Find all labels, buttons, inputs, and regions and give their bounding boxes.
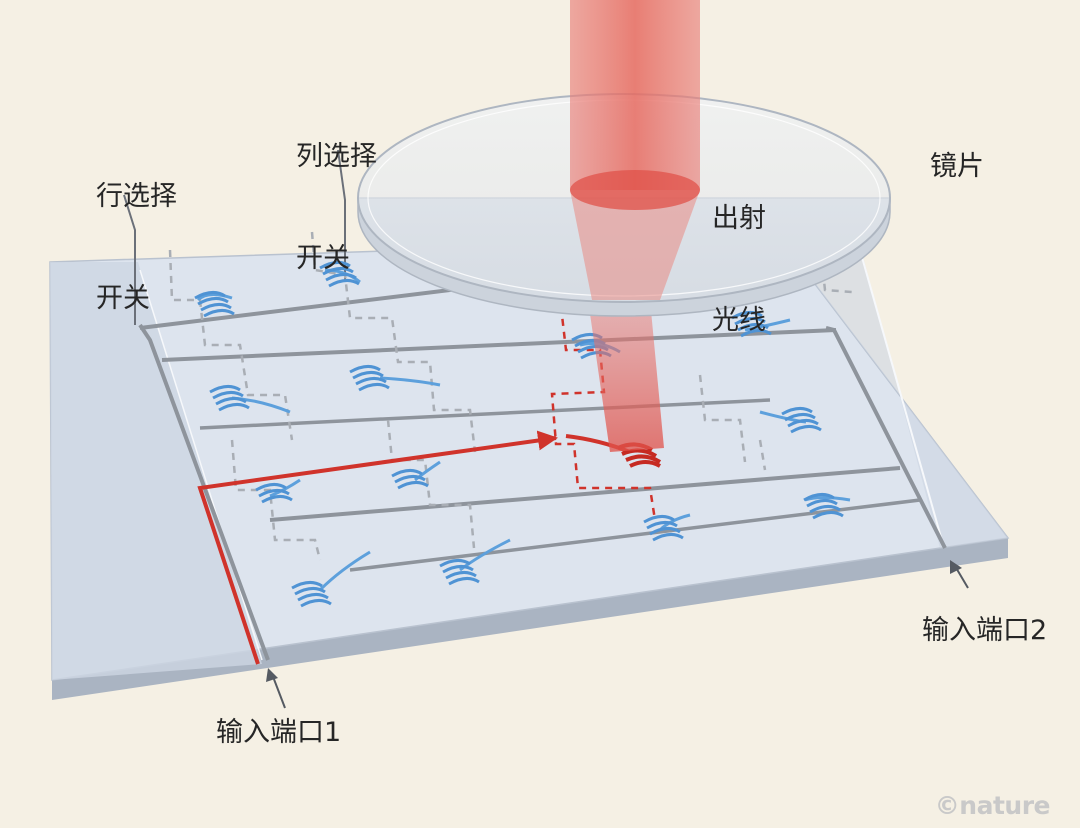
- input-port-1-label: 输入端口1: [216, 717, 342, 748]
- grating-emitter-icon: [803, 493, 844, 520]
- chip-inner-edge-right: [859, 249, 945, 549]
- chip-margin-right: [780, 238, 1008, 548]
- input-port-2-label: 输入端口2: [922, 615, 1048, 646]
- beam-upper-base: [570, 170, 700, 210]
- row-switch-label: 行选择 开关: [96, 112, 177, 384]
- column-switch-leader: [337, 149, 346, 282]
- column-switch-label-line-1: 列选择: [296, 141, 377, 172]
- arrow-icon: [266, 668, 286, 709]
- nature-credit: ©nature: [934, 791, 1051, 820]
- grating-emitter-icon: [319, 261, 360, 288]
- grating-emitter-icon: [349, 365, 390, 392]
- chip-side-front: [52, 538, 1008, 700]
- beam-lower: [588, 300, 664, 452]
- grating-emitter-icon: [731, 311, 772, 338]
- grating-emitter-icon: [291, 581, 332, 608]
- grating-emitter-icon: [391, 469, 429, 490]
- chip-margin-left: [50, 262, 262, 680]
- arrow-icon: [950, 560, 969, 589]
- column-switch-label-line-2: 开关: [296, 243, 350, 274]
- beam-focus: [570, 190, 700, 300]
- grating-emitter-icon: [781, 407, 822, 434]
- row-select-bus: [138, 323, 270, 661]
- lens-label: 镜片: [930, 151, 984, 182]
- grating-emitter-icon: [209, 385, 250, 412]
- row-switch-label-line-1: 行选择: [96, 181, 177, 212]
- grating-emitter-icon: [194, 291, 235, 318]
- active-input-path: [197, 430, 558, 665]
- column-switch-label: 列选择 开关: [296, 72, 377, 344]
- grating-emitter-icon: [439, 559, 480, 586]
- grating-emitter-icon: [643, 515, 684, 542]
- beam-upper: [570, 0, 700, 190]
- output-light-label: 出射 光线: [712, 134, 766, 406]
- row-switch-label-line-2: 开关: [96, 283, 150, 314]
- row-switch-leader: [123, 194, 136, 325]
- output-light-label-line-2: 光线: [712, 305, 766, 336]
- chip-inner-edge-left: [139, 269, 263, 661]
- output-light-label-line-1: 出射: [712, 203, 766, 234]
- grating-emitter-icon: [255, 483, 293, 504]
